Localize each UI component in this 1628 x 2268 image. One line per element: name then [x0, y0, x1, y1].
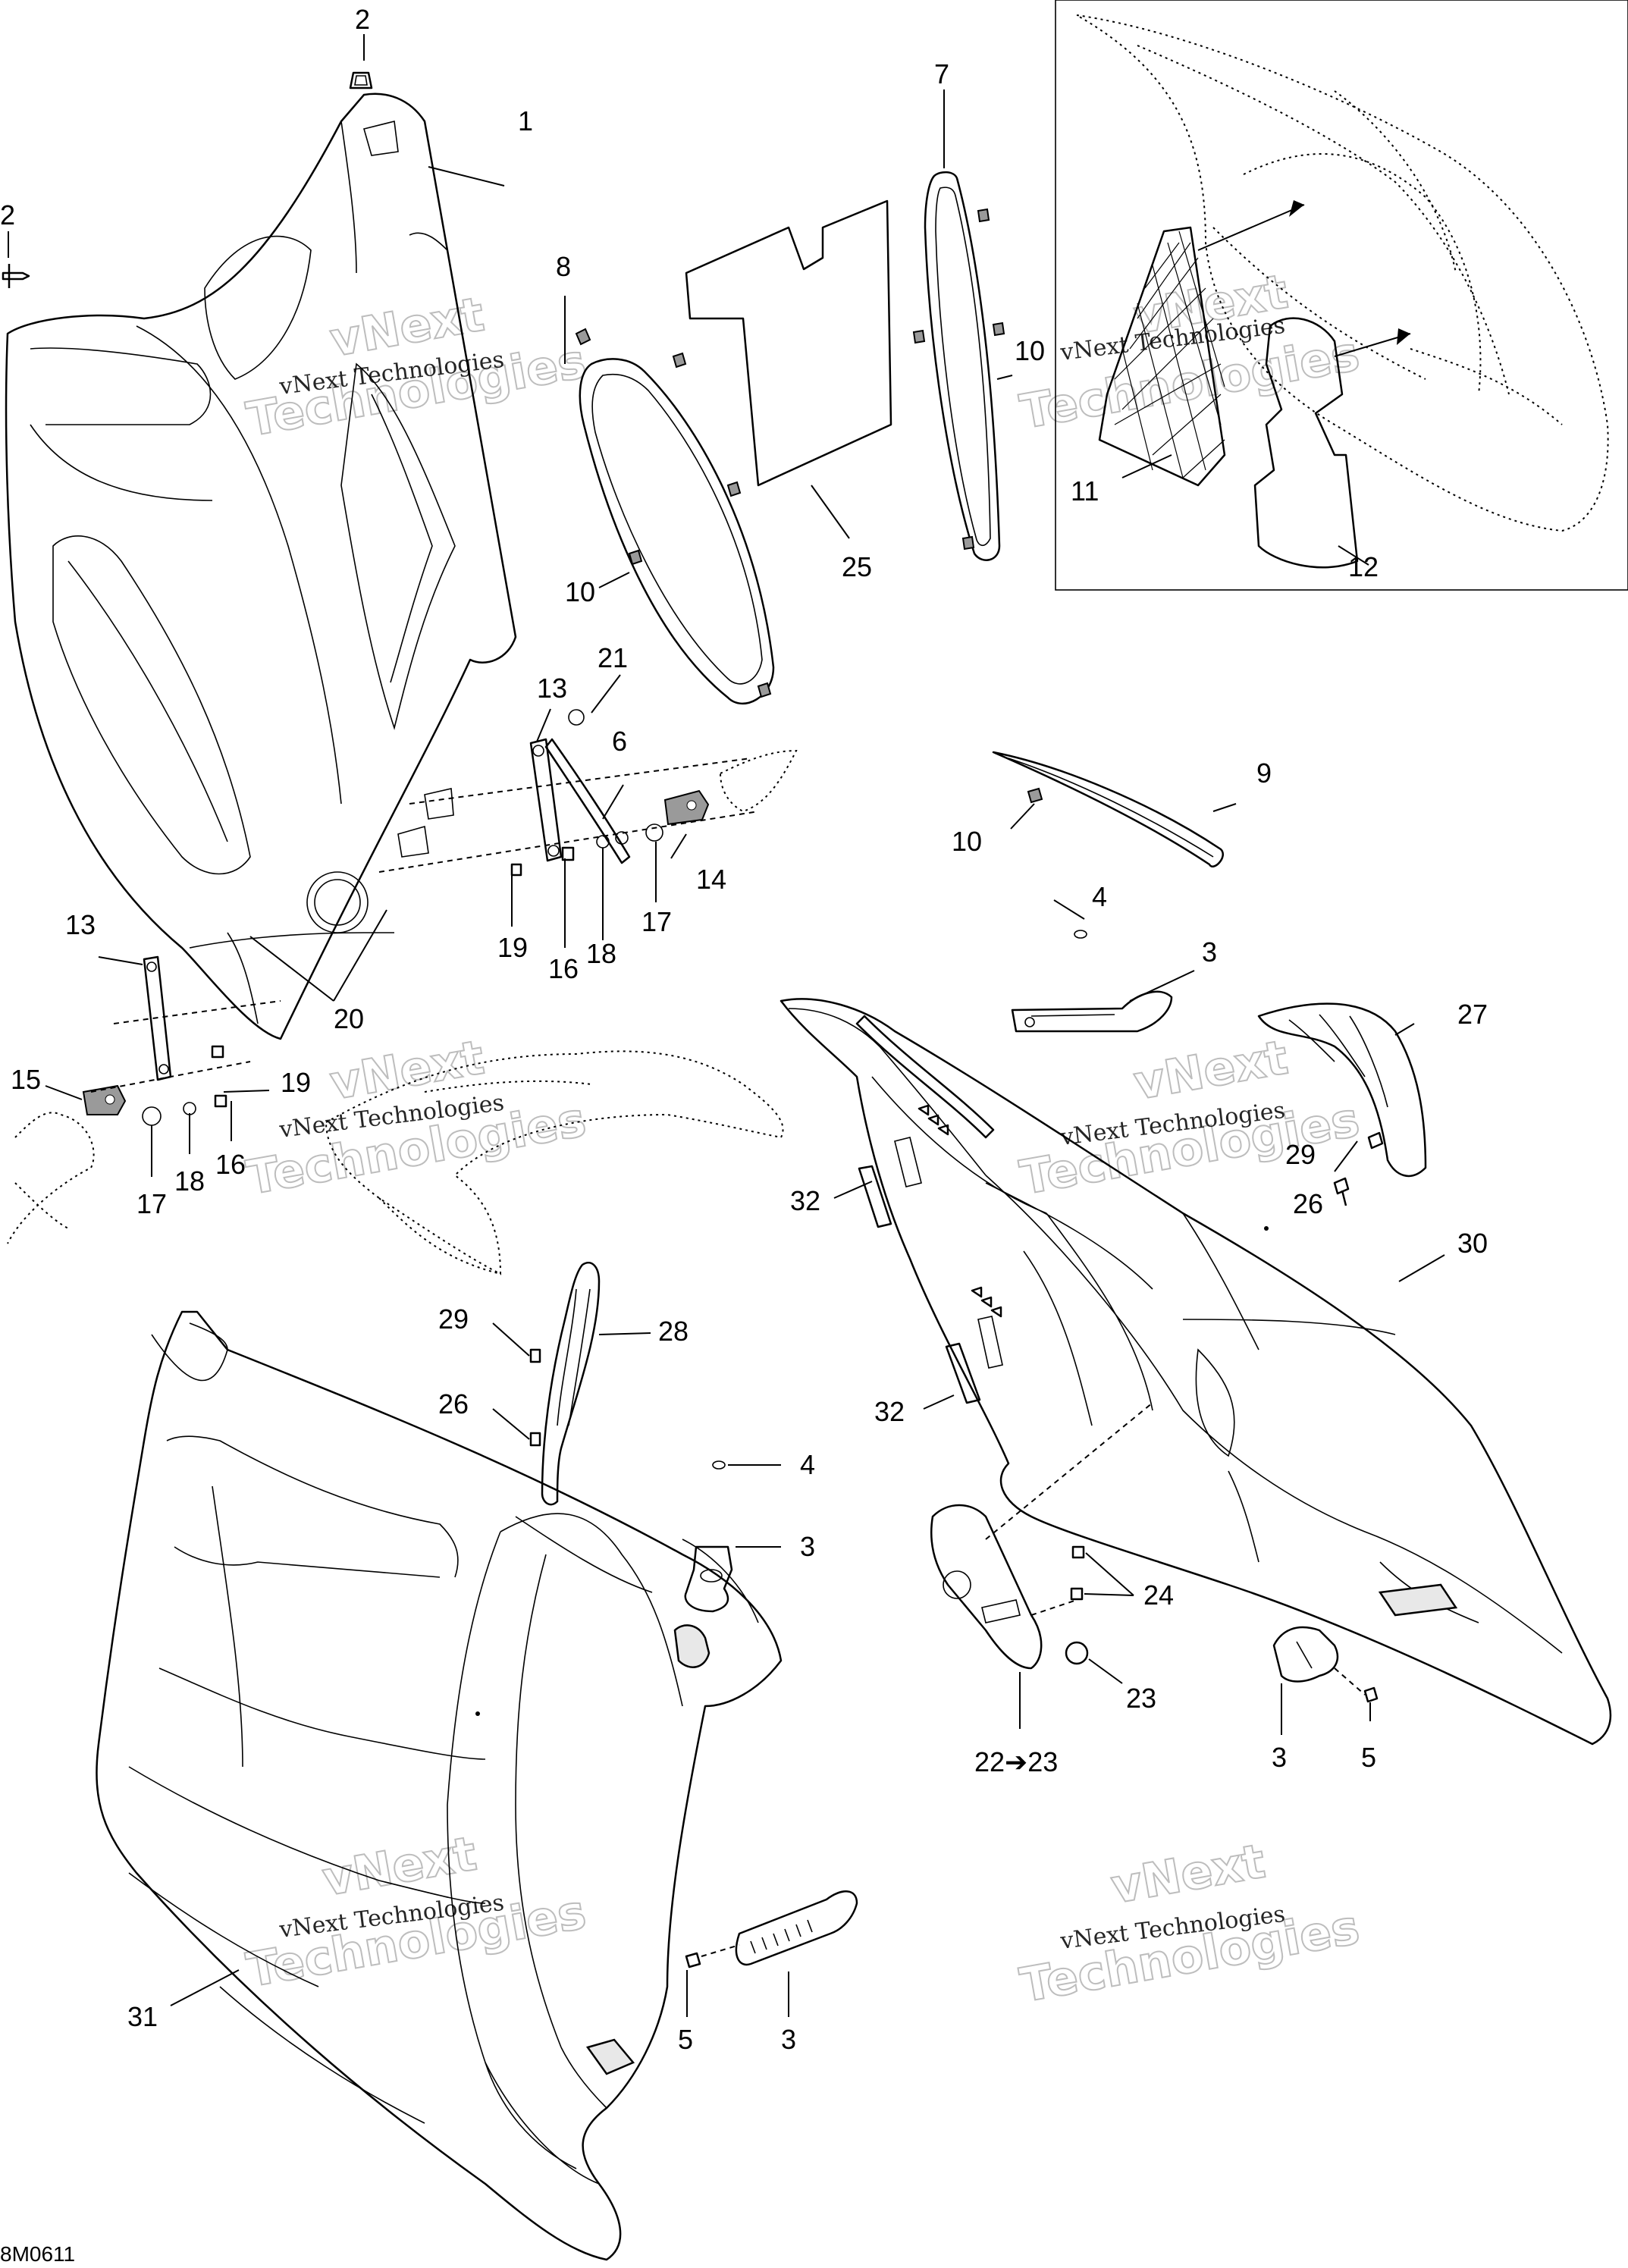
callout-10-upper-right: 10 — [1015, 335, 1045, 366]
grip-28 — [529, 1262, 601, 1506]
callout-3-upper: 3 — [1202, 936, 1217, 968]
callout-23: 23 — [1126, 1683, 1156, 1714]
callout-11: 11 — [1071, 475, 1099, 507]
callout-9: 9 — [1256, 758, 1272, 789]
front-cover-panel-1 — [5, 93, 517, 1040]
rivet-2-left — [2, 264, 30, 288]
inset-view — [1055, 0, 1628, 591]
watermark-2: vNext Technologies vNext Technologies — [1015, 262, 1364, 440]
left-side-panel-31 — [96, 1310, 783, 2261]
callout-20: 20 — [334, 1003, 364, 1034]
callout-13-upper: 13 — [537, 673, 567, 704]
callout-19-lower: 19 — [281, 1067, 311, 1098]
callout-3-lower: 3 — [781, 2024, 796, 2055]
callout-2-top: 2 — [355, 4, 370, 35]
callout-5-lower: 5 — [678, 2024, 693, 2055]
inset-mesh-11 — [1098, 226, 1226, 487]
vent-frame-7 — [912, 171, 1005, 561]
callout-16-lower: 16 — [215, 1149, 246, 1180]
callout-25: 25 — [842, 551, 872, 582]
callout-30: 30 — [1457, 1228, 1488, 1259]
callout-19-upper: 19 — [497, 932, 528, 963]
callout-3-middle: 3 — [800, 1531, 815, 1562]
callout-13-lower: 13 — [65, 909, 96, 940]
inset-vehicle-outline — [1076, 14, 1609, 532]
callout-10-left: 10 — [565, 576, 595, 607]
deflector-9 — [992, 751, 1224, 867]
callout-3-lower-right: 3 — [1272, 1742, 1287, 1773]
callout-10-lower: 10 — [952, 826, 982, 857]
handle-3-middle — [684, 1460, 733, 1613]
svg-text:vNext: vNext — [1107, 1833, 1269, 1914]
inset-foam-12 — [1253, 317, 1359, 569]
gasket-25 — [685, 199, 892, 487]
callout-22-23: 22➔23 — [974, 1746, 1058, 1777]
callout-29-left: 29 — [438, 1303, 469, 1335]
callout-26-right: 26 — [1293, 1188, 1323, 1219]
watermark-4: vNext Technologies vNext Technologies — [1015, 1028, 1364, 1206]
handle-3-lower-right — [1272, 1626, 1379, 1703]
callout-18-lower: 18 — [174, 1165, 205, 1197]
callout-17-lower: 17 — [136, 1188, 167, 1219]
clip-2-top — [349, 71, 373, 89]
handle-3-upper — [1011, 930, 1173, 1033]
callout-18-upper: 18 — [586, 938, 616, 969]
handle-3-lower — [685, 1890, 858, 1968]
callout-16-upper: 16 — [548, 953, 579, 984]
callout-26-left: 26 — [438, 1388, 469, 1419]
callout-5-right: 5 — [1361, 1742, 1376, 1773]
callout-32-upper: 32 — [790, 1185, 820, 1216]
callout-31: 31 — [127, 2001, 158, 2032]
bracket-assembly-lower — [7, 955, 281, 1244]
right-side-panel-30 — [779, 998, 1612, 1746]
callout-6: 6 — [612, 726, 627, 757]
strip-32-upper — [858, 1137, 922, 1228]
callout-1: 1 — [518, 105, 533, 136]
callout-2-left: 2 — [0, 199, 15, 231]
grip-27 — [1257, 1002, 1427, 1206]
callout-15: 15 — [11, 1064, 41, 1095]
callout-29-right: 29 — [1285, 1139, 1316, 1170]
callout-21: 21 — [598, 642, 628, 673]
watermark-1: vNext Technologies vNext Technologies — [242, 285, 591, 447]
dotted-support-center — [325, 1050, 784, 1275]
bracket-22 — [930, 1402, 1153, 1670]
bracket-assembly-upper — [378, 709, 798, 877]
callout-17-upper: 17 — [641, 906, 672, 937]
callout-12: 12 — [1348, 551, 1379, 582]
callout-27: 27 — [1457, 999, 1488, 1030]
callout-8: 8 — [556, 251, 571, 282]
callout-32-lower: 32 — [874, 1396, 905, 1427]
callout-4-middle: 4 — [800, 1449, 815, 1480]
inset-frame — [1055, 0, 1628, 591]
callout-28: 28 — [658, 1316, 689, 1347]
reference-code: 8M0611 — [0, 2242, 75, 2266]
watermark-3: vNext Technologies vNext Technologies — [242, 1028, 591, 1206]
callout-14: 14 — [696, 864, 726, 895]
leader-lines — [8, 34, 1445, 2017]
callout-7: 7 — [934, 58, 949, 89]
vent-frame-8 — [575, 328, 775, 705]
callout-4-upper: 4 — [1092, 881, 1107, 912]
watermark-5: vNext Technologies vNext Technologies vN… — [242, 1824, 1364, 2013]
callout-24: 24 — [1143, 1579, 1174, 1611]
strip-32-lower — [945, 1316, 1003, 1404]
callout-labels: 2 1 2 7 8 10 25 10 11 12 21 13 6 9 10 14… — [0, 4, 1488, 2055]
